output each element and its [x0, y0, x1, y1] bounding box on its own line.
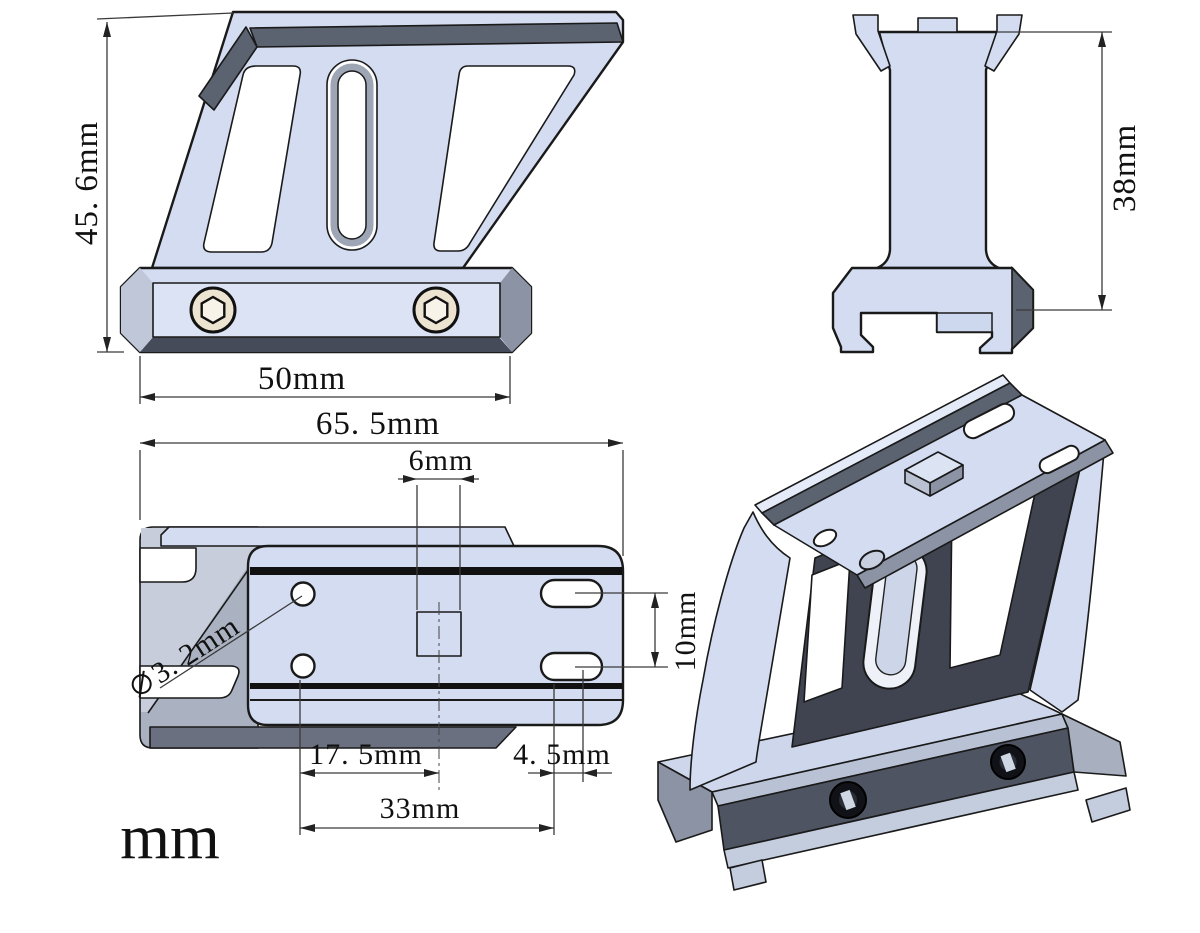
top-rail-notch-lower	[139, 665, 240, 699]
arrow-left-icon	[300, 824, 315, 832]
diameter-symbol-slash	[138, 670, 145, 698]
side-view: 45. 6mm 50mm	[69, 10, 625, 404]
dim-label-side-width: 50mm	[258, 361, 346, 397]
arrow-up-icon	[103, 22, 111, 37]
side-rail-bottom-chamfer	[140, 336, 512, 352]
top-upper-flange	[160, 526, 515, 547]
side-right-cutout	[433, 65, 576, 252]
front-clamp-dark-face	[1011, 266, 1034, 351]
iso-screw-left	[829, 781, 867, 819]
top-plate-edge-band-upper	[250, 567, 622, 575]
unit-note: mm	[120, 801, 220, 872]
dim-top-pitch1: 17. 5mm	[299, 680, 439, 835]
side-top-bevel	[249, 22, 624, 48]
top-plate-edge-band-lower	[250, 683, 622, 689]
arrow-down-icon	[103, 337, 111, 352]
top-rail-notch-upper	[139, 547, 197, 583]
iso-left-arm	[689, 511, 791, 791]
dim-front-height: 38mm	[997, 31, 1143, 311]
side-left-bevel	[198, 26, 258, 111]
arrow-left-icon	[300, 769, 315, 777]
dim-top-slot-gap: 10mm	[575, 591, 702, 672]
iso-left-cutout	[803, 559, 851, 703]
arrow-left-icon	[140, 439, 155, 447]
arrow-right-icon	[424, 769, 439, 777]
dim-top-slot-offset: 4. 5mm	[513, 670, 612, 782]
arrow-up-icon	[651, 593, 659, 608]
side-rail-left-chamfer	[121, 268, 153, 352]
arrow-right-icon	[540, 769, 554, 777]
iso-right-arm	[1029, 439, 1106, 713]
iso-view	[657, 374, 1131, 891]
side-center-slot-rim	[330, 63, 374, 247]
front-neck	[875, 30, 1001, 270]
arrow-up-icon	[1098, 32, 1106, 47]
iso-rail-end-cap	[1061, 713, 1127, 777]
arrow-down-icon	[1098, 295, 1106, 310]
dim-side-height: 45. 6mm	[69, 12, 234, 353]
front-clamp	[831, 266, 1035, 355]
arrow-right-icon	[403, 475, 417, 483]
side-rail-right-chamfer	[500, 268, 531, 352]
dim-top-pitch2: 33mm	[300, 684, 555, 835]
front-view: 38mm	[831, 14, 1143, 355]
iso-plate-hole-1	[812, 528, 838, 548]
top-view: 65. 5mm 6mm 3. 2mm 10mm	[120, 406, 702, 872]
side-screw-right	[412, 286, 460, 334]
iso-plate-slot-2	[1038, 444, 1080, 475]
dim-side-width: 50mm	[139, 356, 511, 404]
dim-label-front-height: 38mm	[1107, 124, 1143, 212]
front-top-tab	[917, 17, 958, 33]
hex-socket-icon	[1000, 752, 1016, 773]
diameter-symbol-icon	[131, 674, 152, 695]
iso-square-boss	[904, 451, 964, 497]
iso-screw-right	[990, 744, 1026, 780]
iso-plate-slot-1	[962, 402, 1016, 440]
top-hole-2	[290, 653, 316, 679]
side-center-slot-inner	[337, 70, 367, 240]
iso-rail-foot-left	[729, 859, 767, 891]
iso-rail-left-end	[657, 761, 713, 843]
arrow-right-icon	[495, 393, 510, 401]
dim-label-top-slot-offset: 4. 5mm	[513, 738, 611, 771]
side-left-cutout	[202, 65, 302, 253]
top-lower-dark-strip	[149, 726, 517, 749]
arrow-left-icon	[583, 769, 597, 777]
arrow-right-icon	[539, 824, 554, 832]
dim-top-length: 65. 5mm	[139, 406, 624, 556]
arrow-left-icon	[460, 475, 474, 483]
arrow-down-icon	[651, 652, 659, 667]
dim-label-top-pitch1: 17. 5mm	[309, 738, 423, 771]
front-clamp-recess	[936, 312, 993, 333]
front-right-wing	[984, 14, 1023, 72]
dim-label-top-pitch2: 33mm	[380, 792, 461, 825]
dim-label-top-slot-gap: 10mm	[669, 591, 702, 672]
hex-socket-icon	[423, 295, 449, 325]
arrow-right-icon	[608, 439, 623, 447]
iso-plate-hole-2	[858, 549, 886, 571]
hex-socket-icon	[840, 789, 856, 811]
side-screw-left	[189, 286, 237, 334]
dim-label-top-notch: 6mm	[409, 444, 474, 477]
hex-socket-icon	[200, 295, 226, 325]
front-left-wing	[852, 14, 891, 72]
dim-label-side-height: 45. 6mm	[69, 121, 105, 245]
top-hole-1	[290, 581, 316, 607]
iso-rail-foot-right	[1085, 787, 1131, 823]
iso-rail-lip	[723, 771, 1079, 869]
dim-top-notch: 6mm	[398, 444, 479, 610]
arrow-left-icon	[140, 393, 155, 401]
dim-label-top-length: 65. 5mm	[316, 406, 440, 442]
